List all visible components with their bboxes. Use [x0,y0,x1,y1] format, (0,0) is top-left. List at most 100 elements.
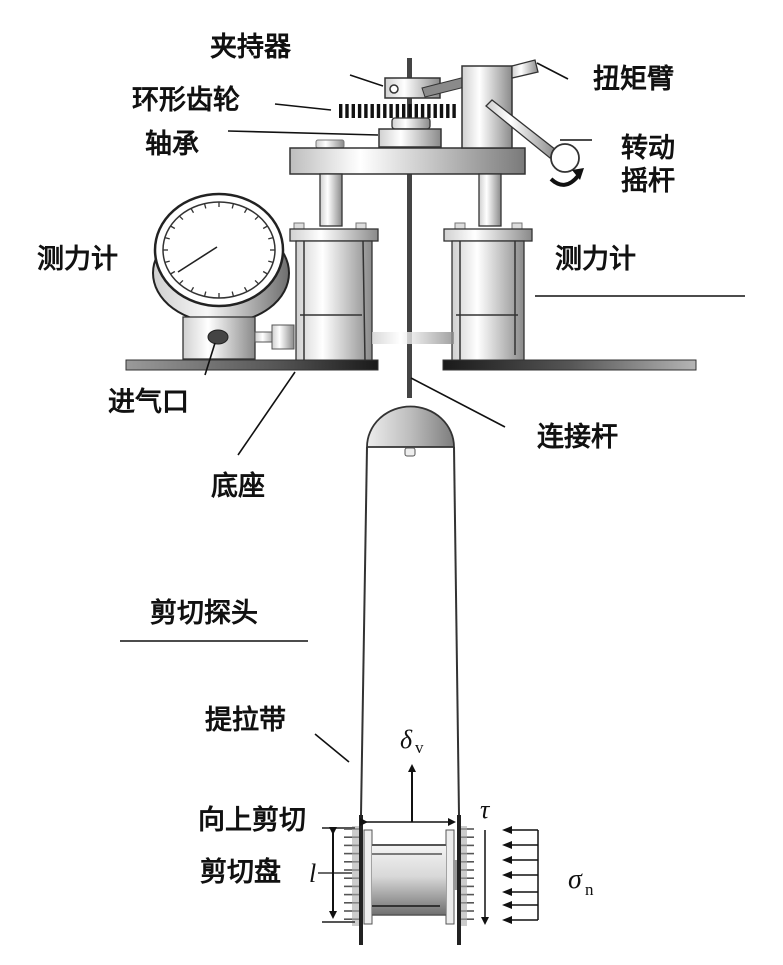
stress-arrow-head [502,901,512,909]
leader-clamp [349,74,384,87]
label-shear-plate: 剪切盘 [200,856,281,888]
connecting-tube [372,332,454,344]
gauge-tick [262,270,268,275]
center-rod [407,58,412,398]
gear-tooth [439,104,444,118]
gear-tooth [345,104,349,118]
leader-connecting-rod [410,377,506,428]
leader-pull-strap [314,733,350,763]
gear-tooth [370,104,374,118]
gauge-tick [170,225,176,230]
shear-head [318,764,539,945]
gauge-tick [231,291,235,297]
gear-tooth [389,104,393,118]
bearing [378,128,442,148]
base-plate-right [442,359,697,371]
gauge-ticks [163,202,275,298]
gear-tooth [452,104,456,118]
gauge-tick [190,286,195,292]
gauge-tick [178,279,184,285]
gear-tooth [408,104,412,118]
gear-tooth [420,104,425,118]
shear-tooth-backing [461,826,467,926]
shear-teeth-right [461,826,474,926]
gear-tooth [351,104,355,118]
top-plate [289,147,526,175]
base-plate-left [125,359,379,371]
gear-tooth [427,104,431,118]
cylinder-left [289,222,379,362]
gear-tooth [433,104,437,118]
label-pull-strap: 提拉带 [205,704,286,736]
label-ring-gear: 环形齿轮 [132,85,240,116]
gear-tooth [383,104,387,118]
stress-arrow-head [502,916,512,924]
gauge-tick [164,260,170,264]
leader-torque-arm [536,62,569,80]
top-assembly [289,59,584,227]
gauge-tick [243,286,248,292]
label-shear-probe: 剪切探头 [150,597,258,629]
symbol-delta: δ [400,725,413,754]
leader-air-inlet [204,342,216,376]
leader-ring-gear [274,103,332,111]
gear-tooth [339,104,343,118]
gauge-fitting [271,324,295,350]
torque-arm [511,59,539,79]
clamp-hole [389,84,399,94]
symbol-delta-sub: v [415,738,424,757]
label-crank-line1: 转动 [621,133,675,164]
gear-tooth [357,104,362,118]
gauge-tick [243,208,248,214]
leader-bearing [227,130,379,136]
bearing-upper [391,117,431,130]
gear-tooth [414,104,418,118]
gear-tooth [446,104,450,118]
rotation-arrow-icon [549,174,580,187]
gauge-tick [254,279,260,285]
gauge-tick [268,236,274,240]
stress-arrow-head [502,856,512,864]
gauge-tick [203,291,207,297]
gauge-tick [170,270,176,275]
dome-stud [404,447,416,457]
label-upward-shear: 向上剪切 [198,804,306,836]
label-torque-arm: 扭矩臂 [593,64,674,95]
shear-teeth-left [344,826,359,926]
symbol-sigma-sub: n [585,880,594,899]
gauge-tick [262,225,268,230]
label-gauge-right: 测力计 [555,244,636,275]
label-crank-line2: 摇杆 [621,166,675,197]
symbol-length: l [309,859,316,888]
ring-gear [339,104,456,118]
symbol-tau: τ [480,795,491,824]
support-post-right [478,173,502,227]
gauge-tick [178,215,184,221]
piston-drum [372,845,446,915]
stress-arrow-head [502,888,512,896]
normal-stress-arrows [502,826,538,924]
crank-handle [550,143,580,173]
gauge-tick [203,203,207,209]
shear-plate-right [457,815,461,945]
rotation-arrow-head [572,168,584,180]
pull-strap-left [360,446,368,816]
shear-tooth-backing [352,826,359,926]
label-base: 底座 [211,470,265,502]
gauge-tick [164,236,170,240]
gear-tooth [364,104,368,118]
label-air-inlet: 进气口 [108,387,189,418]
gauge-tick [190,208,195,214]
gauge-needle [177,246,218,273]
label-clamp: 夹持器 [210,32,292,63]
pull-strap-right [453,446,460,816]
stress-arrow-head [502,841,512,849]
gear-tooth [395,104,400,118]
label-connecting-rod: 连接杆 [537,421,618,453]
label-bearing: 轴承 [145,129,199,160]
label-gauge-left: 测力计 [37,244,118,275]
gauge-tick [231,203,235,209]
gear-tooth [402,104,406,118]
force-gauge [152,192,295,360]
